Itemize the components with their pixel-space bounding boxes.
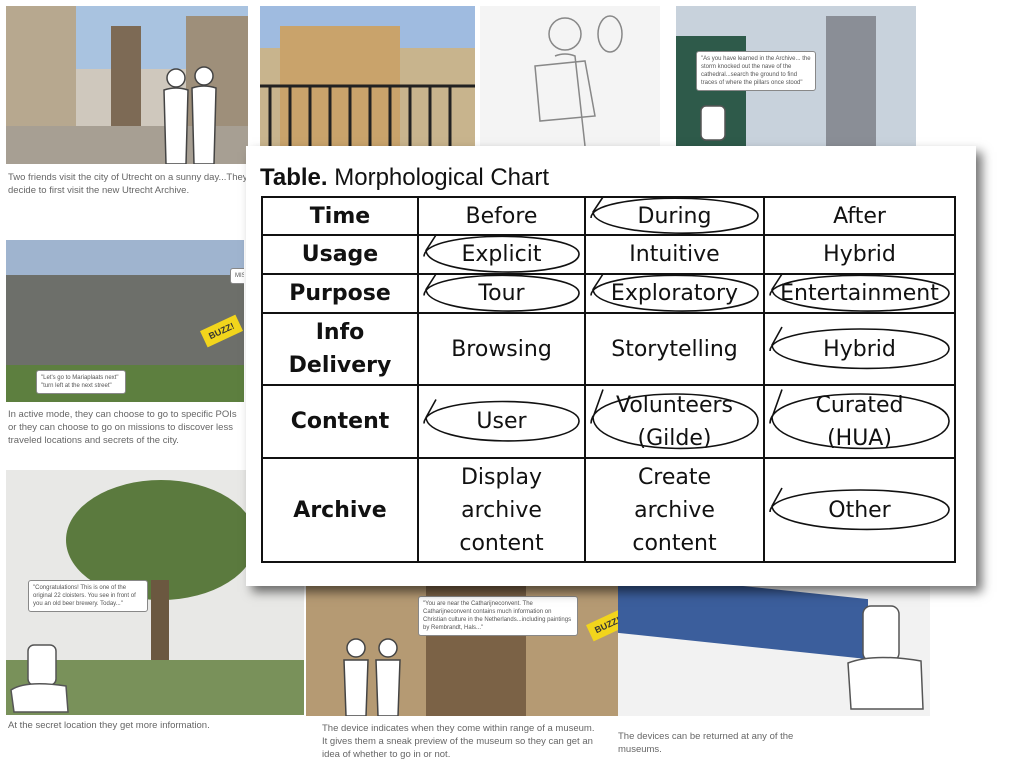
table-cell: Tour [417,273,586,314]
morphological-chart-card: Table. Morphological Chart Time Before Dur… [246,146,976,586]
row-header: Content [261,384,419,459]
storyboard-panel-map-sketch [480,6,660,146]
caption-museum-range: The device indicates when they come with… [322,723,595,760]
gate-icon [260,84,475,146]
cell-line: archive [461,497,542,523]
row-header: Time [261,196,419,236]
row-header-line: Archive [293,497,387,523]
table-row: Archive Display archive content Create archiv… [261,457,956,563]
row-header: Purpose [261,273,419,314]
table-title-text: Morphological Chart [327,164,550,191]
table-row: Content User Volunteers (Gilde) Curated (HUA) [261,384,956,459]
table-title-label: Table. [260,164,328,191]
table-cell: Storytelling [584,312,765,386]
table-cell: Create archive content [584,457,765,563]
row-header-line: Info [315,320,365,345]
storyboard-panel-tree: "Congratulations! This is one of the ori… [6,470,304,715]
cell-line: Explicit [461,242,542,267]
table-cell: Explicit [417,234,586,275]
two-friends-sketch-icon-2 [343,638,401,716]
cell-line: Browsing [451,336,552,362]
caption-secret-location: At the secret location they get more inf… [8,720,210,731]
table-cell: After [763,196,956,236]
row-header-line: Time [309,203,371,229]
cell-line: Exploratory [610,281,739,306]
row-header-line: Usage [301,242,379,267]
table-row: Usage Explicit Intuitive Hybrid [261,234,956,275]
table-cell: Display archive content [417,457,586,563]
table-cell: Entertainment [763,273,956,314]
storyboard-panel-cathedral: "As you have learned in the Archive... t… [676,6,916,146]
cell-line: Before [465,203,538,229]
cell-line: content [459,530,544,556]
storyboard-panel-gates [260,6,475,146]
cell-line: (HUA) [827,425,892,451]
table-cell: Before [417,196,586,236]
cell-line: During [637,203,712,229]
cell-line: Curated [815,392,904,418]
table-cell: Hybrid [763,312,956,386]
row-header-line: Purpose [289,281,391,306]
row-header: Archive [261,457,419,563]
device-hand-icon [700,105,726,141]
storyboard-panel-street [6,6,248,164]
table-row: Time Before During After [261,196,956,236]
table-title: Table. Morphological Chart [260,164,549,192]
cell-line: Volunteers [615,392,733,418]
cell-line: Other [828,497,891,523]
caption-street: Two friends visit the city of Utrecht on… [8,172,248,196]
cell-line: content [632,530,717,556]
row-header-line: Content [290,409,390,434]
mission-bubble: MIS [230,268,244,284]
storyboard-panel-museum: "You are near the Catharijneconvent. The… [306,586,636,716]
table-cell: Browsing [417,312,586,386]
cell-line: Entertainment [780,281,939,306]
courtyard-speech-bubble: "Let's go to Mariaplaats next" "turn lef… [36,370,126,394]
row-header-line: Delivery [288,353,392,378]
cell-line: Hybrid [823,336,896,362]
cell-line: Hybrid [823,242,896,267]
caption-active-mode: In active mode, they can choose to go to… [8,409,237,446]
cell-line: After [833,203,886,229]
row-header: Usage [261,234,419,275]
table-cell: Volunteers (Gilde) [584,384,765,459]
storyboard-panel-return [618,586,930,716]
device-hand-icon-2 [10,644,69,713]
cell-line: archive [634,497,715,523]
table-cell: Other [763,457,956,563]
table-cell: Curated (HUA) [763,384,956,459]
person-reading-map-icon [534,15,623,146]
table-cell: Exploratory [584,273,765,314]
cell-line: User [476,409,527,434]
cell-line: Intuitive [629,242,720,267]
two-friends-sketch-icon [163,66,217,164]
cell-line: Display [460,464,543,490]
table-cell: Intuitive [584,234,765,275]
cell-line: Tour [478,281,525,306]
table-cell: During [584,196,765,236]
table-cell: User [417,384,586,459]
caption-return: The devices can be returned at any of th… [618,731,794,755]
cathedral-speech-bubble: "As you have learned in the Archive... t… [696,51,816,91]
museum-speech-bubble: "You are near the Catharijneconvent. The… [418,596,578,636]
device-hand-icon-3 [847,605,924,710]
table-cell: Hybrid [763,234,956,275]
cell-line: Storytelling [611,336,738,362]
storyboard-panel-courtyard: "Let's go to Mariaplaats next" "turn lef… [6,240,244,402]
table-row: Purpose Tour Exploratory Entertainment [261,273,956,314]
cell-line: Create [637,464,712,490]
cell-line: (Gilde) [637,425,712,451]
tree-speech-bubble: "Congratulations! This is one of the ori… [28,580,148,612]
